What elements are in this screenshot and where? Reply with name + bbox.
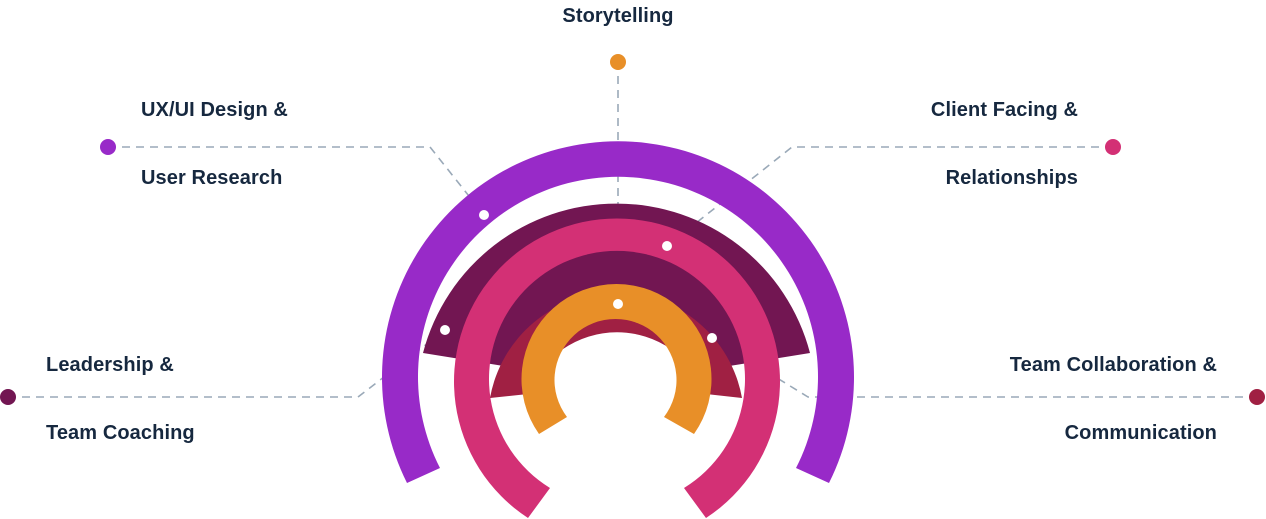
marker-ux-ui-design (479, 210, 489, 220)
connector-ux-ui-design (108, 146, 485, 216)
dot-ux-ui-design (100, 139, 116, 155)
arc-ux-ui-design (382, 141, 854, 483)
label-client-facing-line1: Client Facing & (930, 99, 1078, 121)
dot-client-facing (1105, 139, 1121, 155)
label-team-collaboration-line2: Communication (1064, 422, 1217, 444)
label-leadership-line1: Leadership & (46, 354, 174, 376)
label-storytelling: Storytelling (562, 5, 674, 27)
label-ux-ui-design-line1: UX/UI Design & (141, 99, 288, 121)
marker-client-facing (662, 241, 672, 251)
dot-storytelling (610, 54, 626, 70)
connector-client-facing (666, 146, 1113, 247)
label-leadership-line2: Team Coaching (46, 422, 195, 444)
label-team-collaboration-line1: Team Collaboration & (1009, 354, 1217, 376)
marker-team-collaboration (707, 333, 717, 343)
dot-leadership (0, 389, 16, 405)
label-ux-ui-design-line2: User Research (141, 167, 283, 189)
marker-leadership (440, 325, 450, 335)
dot-team-collaboration (1249, 389, 1265, 405)
arc-storytelling (521, 284, 712, 434)
label-client-facing-line2: Relationships (945, 167, 1078, 189)
marker-storytelling (613, 299, 623, 309)
